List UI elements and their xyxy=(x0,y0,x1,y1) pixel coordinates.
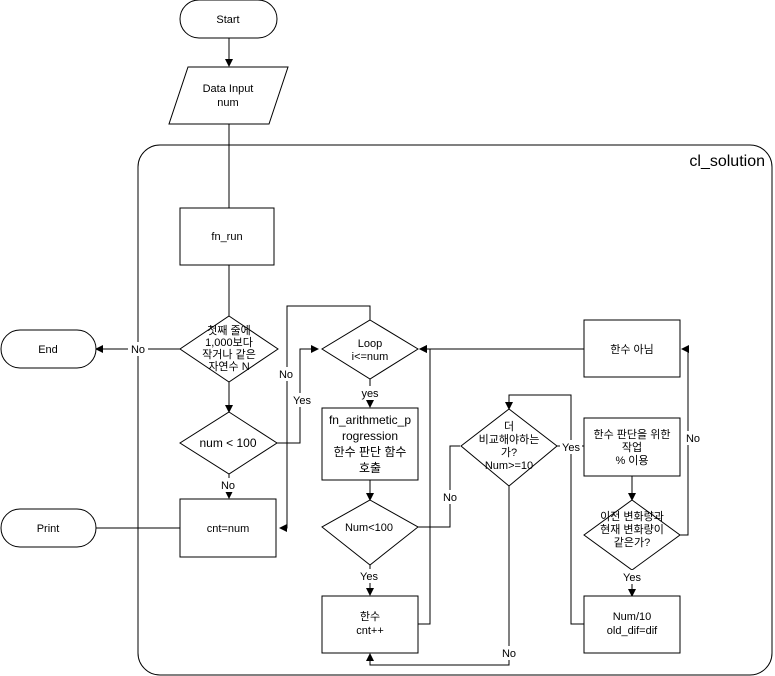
label-no-num100b: No xyxy=(443,492,457,504)
fn-arithmetic-progression-node: fn_arithmetic_p rogression 한수 판단 함수 호출 xyxy=(321,407,419,481)
decision-first-node: 첫째 줄에 1,000보다 작거나 같은 자연수 N xyxy=(179,315,279,383)
svg-text:호출: 호출 xyxy=(359,461,381,475)
data-input-node: Data Input num xyxy=(168,66,289,125)
edge-num100b-more xyxy=(418,445,460,528)
edge-num10-more xyxy=(505,394,584,625)
print-node: Print xyxy=(0,508,97,548)
label-yes-num100: Yes xyxy=(293,395,311,407)
svg-text:더: 더 xyxy=(504,420,514,433)
svg-text:rogression: rogression xyxy=(342,429,398,443)
start-node: Start xyxy=(179,0,278,39)
svg-text:fn_run: fn_run xyxy=(211,231,242,243)
edge-more-no-hansu xyxy=(366,486,510,666)
svg-text:한수 판단을 위한: 한수 판단을 위한 xyxy=(594,428,671,441)
cl-solution-container: cl_solution xyxy=(137,144,773,676)
end-node: End xyxy=(0,329,97,369)
svg-text:Start: Start xyxy=(216,14,239,26)
svg-text:비교해야하는: 비교해야하는 xyxy=(479,432,540,446)
fn-run-node: fn_run xyxy=(179,207,275,266)
label-yes-more: Yes xyxy=(562,442,580,454)
svg-text:한수 아님: 한수 아님 xyxy=(610,343,654,356)
svg-text:cnt=num: cnt=num xyxy=(207,523,250,535)
svg-text:num < 100: num < 100 xyxy=(199,436,256,450)
edge-loop-no-cntnum xyxy=(279,305,371,532)
svg-text:End: End xyxy=(38,344,58,356)
label-no-end: No xyxy=(131,344,145,356)
svg-text:작업: 작업 xyxy=(622,441,642,454)
decision-num100b-node: Num<100 xyxy=(321,499,419,566)
svg-text:num: num xyxy=(217,97,238,109)
decision-more-node: 더 비교해야하는 가? Num>=10 xyxy=(460,408,558,487)
svg-text:Num>=10: Num>=10 xyxy=(485,460,533,472)
decision-diff-node: 이전 변화량과 현재 변화량이 같은가? xyxy=(583,499,681,571)
svg-text:이전 변화량과: 이전 변화량과 xyxy=(600,510,664,523)
svg-text:1,000보다: 1,000보다 xyxy=(205,336,253,349)
svg-text:한수: 한수 xyxy=(360,610,380,623)
svg-text:자연수 N: 자연수 N xyxy=(208,360,249,373)
label-no-more: No xyxy=(502,648,516,660)
svg-text:fn_arithmetic_p: fn_arithmetic_p xyxy=(329,413,411,427)
svg-text:Loop: Loop xyxy=(358,338,382,350)
svg-text:i<=num: i<=num xyxy=(352,351,389,363)
edge-hansu-loop xyxy=(418,345,431,625)
label-no-diff: No xyxy=(686,433,700,445)
svg-text:old_dif=dif: old_dif=dif xyxy=(607,625,658,637)
svg-text:같은가?: 같은가? xyxy=(614,536,650,549)
label-yes-loop: yes xyxy=(361,388,379,400)
loop-node: Loop i<=num xyxy=(321,319,419,380)
svg-text:% 이용: % 이용 xyxy=(615,454,648,467)
svg-text:한수 판단 함수: 한수 판단 함수 xyxy=(334,445,407,459)
num10-node: Num/10 old_dif=dif xyxy=(583,595,681,654)
svg-text:Print: Print xyxy=(37,523,60,535)
svg-text:현재 변화량이: 현재 변화량이 xyxy=(600,523,664,536)
label-yes-num100b: Yes xyxy=(360,571,378,583)
label-no-num100: No xyxy=(221,480,235,492)
svg-text:Num/10: Num/10 xyxy=(613,611,652,623)
cnt-num-node: cnt=num xyxy=(179,498,277,558)
svg-text:cnt++: cnt++ xyxy=(356,625,384,637)
hansu-node: 한수 cnt++ xyxy=(321,595,419,654)
label-no-up: No xyxy=(279,369,293,381)
svg-text:작거나 같은: 작거나 같은 xyxy=(202,348,256,361)
container-title: cl_solution xyxy=(689,153,765,170)
not-hansu-node: 한수 아님 xyxy=(583,319,681,378)
decision-num100-node: num < 100 xyxy=(179,411,278,475)
label-yes-diff: Yes xyxy=(623,572,641,584)
edge-labels: No No Yes No yes Yes No Yes No Yes No xyxy=(128,342,703,660)
svg-text:Num<100: Num<100 xyxy=(345,522,393,534)
svg-text:Data Input: Data Input xyxy=(203,83,254,95)
svg-text:가?: 가? xyxy=(501,446,517,459)
svg-text:첫째 줄에: 첫째 줄에 xyxy=(207,324,251,337)
work-node: 한수 판단을 위한 작업 % 이용 xyxy=(583,417,681,477)
